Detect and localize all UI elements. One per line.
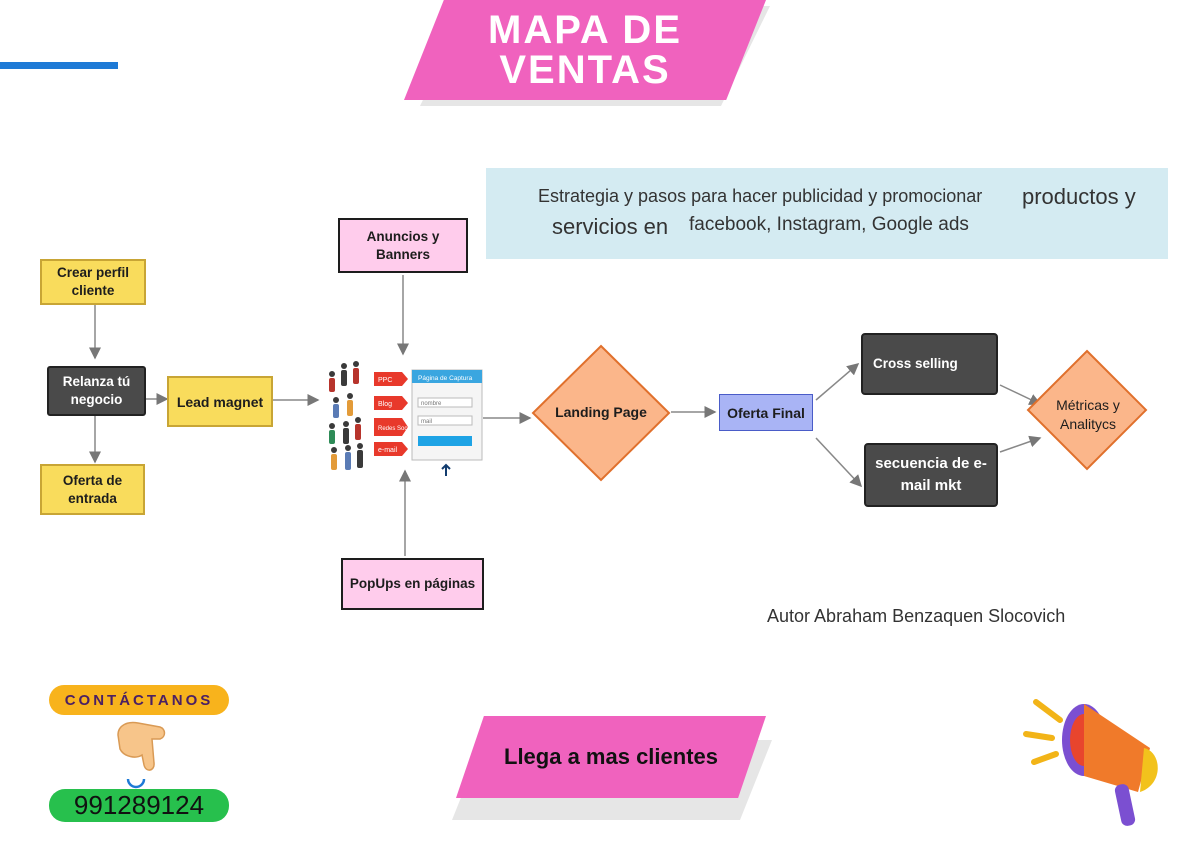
arrow-secuencia-metricas bbox=[999, 435, 1042, 453]
oferta-final-node: Oferta Final bbox=[719, 394, 813, 431]
secuencia-node: secuencia de e-mail mkt bbox=[864, 443, 998, 507]
landing-page-diamond bbox=[531, 344, 671, 482]
phone-number[interactable]: 991289124 bbox=[49, 789, 229, 822]
megaphone-icon bbox=[1023, 699, 1158, 826]
author-name: Abraham Benzaquen Slocovich bbox=[814, 606, 1066, 626]
title-line-2: VENTAS bbox=[499, 48, 671, 92]
lead-magnet-node: Lead magnet bbox=[167, 376, 273, 427]
author-credit: Autor Abraham Benzaquen Slocovich bbox=[767, 606, 1065, 627]
form-field-2: mail bbox=[421, 419, 432, 425]
anuncios-node: Anuncios y Banners bbox=[338, 218, 468, 273]
oferta-entrada-node: Oferta de entrada bbox=[40, 464, 145, 515]
metricas-label: Métricas y Analitycs bbox=[1056, 397, 1120, 432]
arrow-cross-metricas bbox=[999, 384, 1042, 405]
tag-blog: Blog bbox=[378, 401, 392, 408]
contact-button[interactable]: CONTÁCTANOS bbox=[49, 685, 229, 715]
strategy-line-1a: Estrategia y pasos para hacer publicidad… bbox=[538, 186, 983, 206]
strategy-box: Estrategia y pasos para hacer publicidad… bbox=[486, 168, 1168, 259]
author-label: Autor bbox=[767, 606, 811, 626]
metricas-diamond bbox=[1026, 349, 1148, 471]
pointing-hand-icon bbox=[117, 721, 166, 789]
people-icon bbox=[329, 361, 363, 470]
arrow-oferta-secuencia bbox=[815, 437, 863, 488]
title-line-1: MAPA DE bbox=[488, 8, 682, 52]
cta-banner[interactable]: Llega a mas clientes bbox=[456, 716, 766, 798]
strategy-line-1b: productos y bbox=[1022, 184, 1136, 209]
relanza-node: Relanza tú negocio bbox=[47, 366, 146, 416]
accent-line bbox=[0, 62, 118, 69]
capture-page-illustration: PPC Blog Redes Sociales e-mail Página de… bbox=[329, 361, 483, 476]
tag-redes: Redes Sociales bbox=[378, 426, 420, 432]
tag-email: e-mail bbox=[378, 447, 398, 454]
popups-node: PopUps en páginas bbox=[341, 558, 484, 610]
crear-perfil-node: Crear perfil cliente bbox=[40, 259, 146, 305]
page-title: MAPA DE VENTAS bbox=[404, 0, 766, 100]
arrow-oferta-cross bbox=[815, 363, 860, 401]
tag-ppc: PPC bbox=[378, 377, 392, 384]
arrow-up-icon bbox=[441, 463, 451, 476]
strategy-line-2a: servicios en bbox=[552, 214, 669, 239]
form-field-1: nombre bbox=[421, 401, 442, 407]
cross-selling-node: Cross selling bbox=[861, 333, 998, 395]
strategy-line-2b: facebook, Instagram, Google ads bbox=[689, 214, 969, 235]
form-title: Página de Captura bbox=[418, 375, 473, 382]
landing-page-label: Landing Page bbox=[555, 404, 647, 420]
